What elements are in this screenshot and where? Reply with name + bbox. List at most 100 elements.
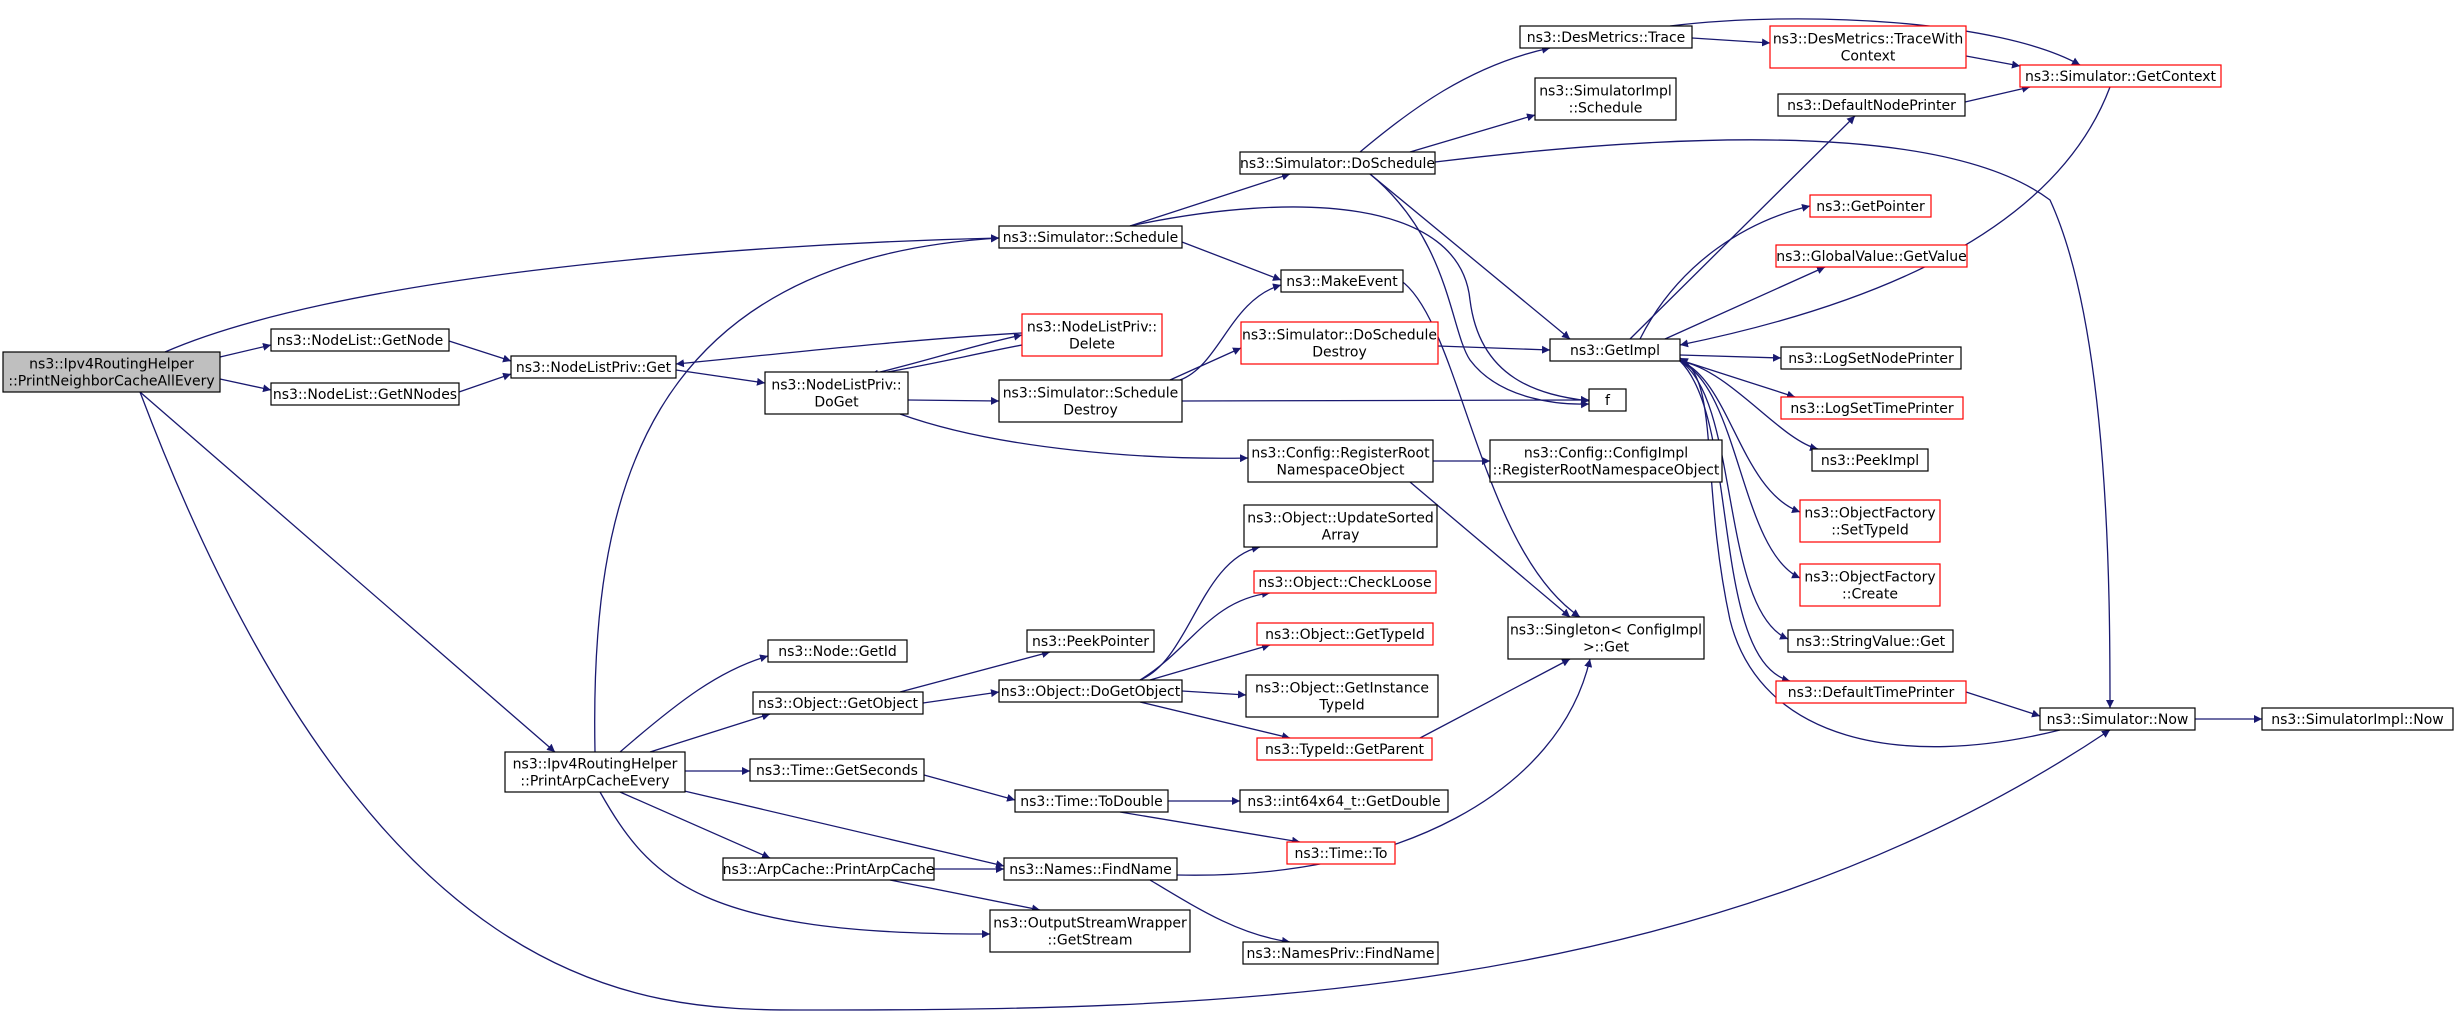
node-sim-doschedule[interactable]: ns3::Simulator::DoSchedule: [1239, 151, 1436, 175]
node-osw-getstream[interactable]: ns3::OutputStreamWrapper::GetStream: [989, 909, 1191, 953]
node-box: [1240, 321, 1439, 365]
node-f[interactable]: f: [1588, 388, 1627, 412]
edge-getimpl-to-stringvalue_get: [1679, 360, 1789, 640]
node-sim-now[interactable]: ns3::Simulator::Now: [2039, 707, 2196, 731]
node-label: ns3::NodeListPriv::: [1027, 320, 1157, 336]
node-box: [1519, 25, 1693, 49]
node-logsetnodeprinter[interactable]: ns3::LogSetNodePrinter: [1780, 346, 1962, 370]
node-configimpl-regroot[interactable]: ns3::Config::ConfigImpl::RegisterRootNam…: [1489, 439, 1723, 483]
node-logsettimeprinter[interactable]: ns3::LogSetTimePrinter: [1780, 396, 1964, 420]
node-defaulttimeprinter[interactable]: ns3::DefaultTimePrinter: [1775, 680, 1967, 704]
node-simimpl-now[interactable]: ns3::SimulatorImpl::Now: [2261, 707, 2454, 731]
node-label: ::RegisterRootNamespaceObject: [1493, 463, 1720, 479]
node-box: [764, 371, 909, 415]
node-box: [1780, 396, 1964, 420]
node-node-getid[interactable]: ns3::Node::GetId: [767, 639, 908, 663]
edge-typeid_getparent-to-singleton_get: [1419, 658, 1571, 739]
node-arpcache-print[interactable]: ns3::ArpCache::PrintArpCache: [722, 857, 935, 881]
node-sim-schedule[interactable]: ns3::Simulator::Schedule: [998, 225, 1183, 249]
node-label: ns3::StringValue::Get: [1796, 634, 1946, 650]
node-label: ns3::Simulator::Schedule: [1003, 386, 1179, 402]
node-namespriv-findname[interactable]: ns3::NamesPriv::FindName: [1242, 941, 1439, 965]
node-root[interactable]: ns3::Ipv4RoutingHelper::PrintNeighborCac…: [2, 351, 221, 393]
node-peekpointer[interactable]: ns3::PeekPointer: [1026, 629, 1155, 653]
node-defaultnodeprinter[interactable]: ns3::DefaultNodePrinter: [1777, 93, 1966, 117]
node-label: ns3::GlobalValue::GetValue: [1776, 249, 1966, 265]
edge-sim_dosched_destroy-to-getimpl: [1437, 345, 1551, 354]
node-names-findname[interactable]: ns3::Names::FindName: [1003, 857, 1178, 881]
node-label: >::Get: [1583, 640, 1630, 656]
node-getimpl[interactable]: ns3::GetImpl: [1549, 338, 1681, 362]
edge-obj_getobject-to-obj_dogetobject: [922, 689, 1000, 704]
node-obj-dogetobject[interactable]: ns3::Object::DoGetObject: [998, 679, 1183, 703]
node-box: [270, 328, 450, 352]
edge-printarp-to-node_getid: [619, 654, 769, 753]
node-label: ns3::Object::GetObject: [758, 696, 919, 712]
node-label: ns3::DefaultTimePrinter: [1788, 685, 1955, 701]
node-box: [1769, 25, 1967, 69]
node-box: [510, 355, 677, 379]
edge-arpcache_print-to-osw_getstream: [889, 879, 1041, 913]
edge-root-to-sim_now: [139, 391, 2111, 1011]
node-obj-getobject[interactable]: ns3::Object::GetObject: [752, 691, 924, 715]
node-makeevent[interactable]: ns3::MakeEvent: [1280, 269, 1404, 293]
node-nodelist-getnode[interactable]: ns3::NodeList::GetNode: [270, 328, 450, 352]
node-label: Context: [1841, 49, 1896, 65]
edge-printarp-to-obj_getobject: [649, 712, 771, 753]
node-label: ns3::Simulator::Schedule: [1003, 230, 1179, 246]
edge-time_getseconds-to-time_todouble: [923, 774, 1016, 802]
node-stringvalue-get[interactable]: ns3::StringValue::Get: [1787, 629, 1954, 653]
edge-sim_schedule-to-sim_doschedule: [1129, 172, 1291, 227]
edge-desmetrics_trace-to-sim_getcontext: [1669, 18, 2081, 66]
node-int64-getdouble[interactable]: ns3::int64x64_t::GetDouble: [1239, 789, 1449, 813]
node-box: [1799, 499, 1941, 543]
node-singleton-get[interactable]: ns3::Singleton< ConfigImpl>::Get: [1507, 616, 1705, 660]
node-desmetrics-trace[interactable]: ns3::DesMetrics::Trace: [1519, 25, 1693, 49]
node-printarp[interactable]: ns3::Ipv4RoutingHelper::PrintArpCacheEve…: [504, 751, 686, 793]
node-obj-gettypeid[interactable]: ns3::Object::GetTypeId: [1256, 622, 1434, 646]
node-objfactory-create[interactable]: ns3::ObjectFactory::Create: [1799, 563, 1941, 607]
node-label: ns3::Config::ConfigImpl: [1524, 446, 1688, 462]
edge-printarp-to-sim_schedule: [594, 234, 1000, 753]
node-peekimpl[interactable]: ns3::PeekImpl: [1811, 448, 1929, 472]
node-label: ns3::Config::RegisterRoot: [1251, 446, 1430, 462]
node-nodelist-getnnodes[interactable]: ns3::NodeList::GetNNodes: [270, 382, 460, 406]
node-box: [752, 691, 924, 715]
function-nodes: ns3::Ipv4RoutingHelper::PrintNeighborCac…: [2, 25, 2454, 965]
node-getpointer[interactable]: ns3::GetPointer: [1809, 194, 1932, 218]
edge-sim_doschedule-to-sim_now: [1434, 139, 2114, 709]
node-label: ns3::Simulator::DoSchedule: [1242, 328, 1437, 344]
node-box: [1787, 629, 1954, 653]
edge-sim_doschedule-to-f: [1369, 173, 1590, 409]
node-globalvalue-getvalue[interactable]: ns3::GlobalValue::GetValue: [1775, 244, 1968, 268]
node-label: ns3::Time::GetSeconds: [756, 763, 918, 779]
node-nodelistpriv-delete[interactable]: ns3::NodeListPriv::Delete: [1021, 313, 1163, 357]
node-time-todouble[interactable]: ns3::Time::ToDouble: [1014, 789, 1169, 813]
node-label: ns3::PeekPointer: [1032, 634, 1149, 650]
node-box: [722, 857, 935, 881]
node-sim-getcontext[interactable]: ns3::Simulator::GetContext: [2019, 64, 2222, 88]
edge-sim_schedule-to-makeevent: [1181, 241, 1282, 281]
node-objfactory-settypeid[interactable]: ns3::ObjectFactory::SetTypeId: [1799, 499, 1941, 543]
node-time-getseconds[interactable]: ns3::Time::GetSeconds: [749, 758, 925, 782]
node-typeid-getparent[interactable]: ns3::TypeId::GetParent: [1256, 737, 1433, 761]
node-label: ::Schedule: [1569, 101, 1643, 117]
node-simimpl-schedule[interactable]: ns3::SimulatorImpl::Schedule: [1534, 77, 1677, 121]
node-box: [504, 751, 686, 793]
node-nodelistpriv-doget[interactable]: ns3::NodeListPriv::DoGet: [764, 371, 909, 415]
node-nodelistpriv-get[interactable]: ns3::NodeListPriv::Get: [510, 355, 677, 379]
node-time-to[interactable]: ns3::Time::To: [1286, 841, 1396, 865]
node-label: ns3::DefaultNodePrinter: [1787, 98, 1956, 114]
node-box: [998, 379, 1183, 423]
edge-sim_doschedule-to-getimpl: [1369, 173, 1571, 340]
node-box: [270, 382, 460, 406]
node-label: TypeId: [1318, 698, 1364, 714]
node-obj-checkloose[interactable]: ns3::Object::CheckLoose: [1253, 570, 1437, 594]
node-label: ns3::Time::ToDouble: [1020, 794, 1163, 810]
node-config-regroot[interactable]: ns3::Config::RegisterRootNamespaceObject: [1247, 439, 1434, 483]
